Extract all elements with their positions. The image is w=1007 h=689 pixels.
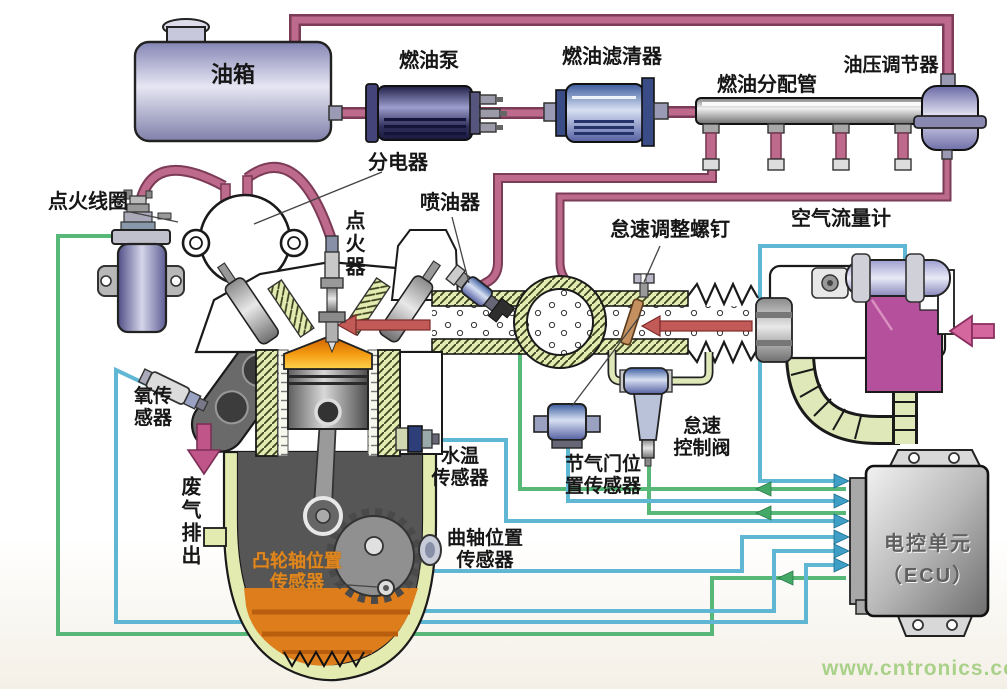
oxygen-sensor <box>137 368 209 412</box>
intake-bellows <box>687 281 759 365</box>
idle-valve-control-wire <box>647 464 846 515</box>
injector-supply-line <box>474 164 717 293</box>
valve-spring-left <box>267 279 315 339</box>
label-air-flow-meter: 空气流量计 <box>791 208 891 230</box>
idle-control-valve <box>619 367 673 467</box>
water-temp-signal-wire <box>437 438 836 523</box>
sump-knurl <box>283 649 365 669</box>
watermark: www.cntronics.com <box>822 657 1007 680</box>
flywheel-gear <box>326 508 422 604</box>
fuel-pump <box>365 83 507 143</box>
coil-leader <box>129 211 179 223</box>
fuel-injector <box>445 263 516 323</box>
wire-arrowheads <box>833 473 850 573</box>
idle-screw-leader <box>643 245 661 283</box>
label-distributor: 分电器 <box>368 152 428 174</box>
label-throttle-position-sensor: 节气门位 置传感器 <box>564 454 642 497</box>
fuel-filter <box>543 77 669 147</box>
tps-leader <box>571 315 641 407</box>
idle-bypass <box>607 350 714 386</box>
idle-adjust-screw <box>633 273 655 298</box>
label-ignition-coil: 点火线圈 <box>48 191 128 213</box>
label-idle-adjust-screw: 怠速调整螺钉 <box>610 219 730 241</box>
fuel-rail <box>695 97 947 171</box>
injector-leader <box>451 216 470 284</box>
tps-signal-wire <box>566 448 836 503</box>
air-flow-meter <box>755 253 995 445</box>
label-fuel-tank: 油箱 <box>210 62 256 87</box>
connecting-rod <box>313 419 337 506</box>
wrist-pin <box>314 398 342 426</box>
label-fuel-rail: 燃油分配管 <box>717 74 817 96</box>
exhaust-arrow <box>186 423 222 476</box>
oxygen-signal-wire <box>114 366 836 624</box>
cylinder-block <box>255 335 443 457</box>
valve-left <box>216 262 280 345</box>
crankcase-left-boss <box>203 527 227 547</box>
control-arrowheads <box>755 481 794 586</box>
throttle-position-sensor <box>533 403 601 449</box>
oil-sump <box>244 588 418 666</box>
label-fuel-filter: 燃油滤清器 <box>562 46 662 68</box>
label-ecu: 电控单元 （ECU） <box>881 533 975 587</box>
rail-injector-stubs <box>702 123 912 171</box>
label-exhaust-out: 废气排出 <box>178 476 200 568</box>
cam-sensor-leader <box>333 583 378 588</box>
label-injector: 喷油器 <box>420 192 480 214</box>
combustion-chamber <box>283 335 373 370</box>
label-fuel-pump: 燃油泵 <box>399 50 459 72</box>
leader-lines <box>129 171 661 588</box>
label-camshaft-position-sensor: 凸轮轴位置 传感器 <box>252 551 342 592</box>
pressure-regulator <box>913 73 987 160</box>
fuel-lines <box>289 14 954 299</box>
label-water-temp-sensor: 水温 传感器 <box>431 446 489 489</box>
label-oxygen-sensor: 氧传 感器 <box>133 386 173 429</box>
fuel-return-line <box>289 14 954 78</box>
label-pressure-regulator: 油压调节器 <box>843 55 939 76</box>
distributor-leader <box>253 171 383 225</box>
fuel-tank <box>133 18 343 143</box>
label-igniter: 点火器 <box>342 210 364 279</box>
crankcase <box>203 419 438 682</box>
airflow-arrows <box>336 313 753 338</box>
crankshaft-position-sensor <box>418 534 442 566</box>
spark-plug <box>318 235 346 354</box>
label-crankshaft-position-sensor: 曲轴位置 传感器 <box>446 528 524 571</box>
ignition-coil <box>97 164 227 334</box>
intake-air-arrow <box>948 314 995 348</box>
label-idle-control-valve: 怠速 控制阀 <box>673 416 731 459</box>
water-temp-sensor <box>395 425 440 453</box>
ecu <box>849 449 990 637</box>
